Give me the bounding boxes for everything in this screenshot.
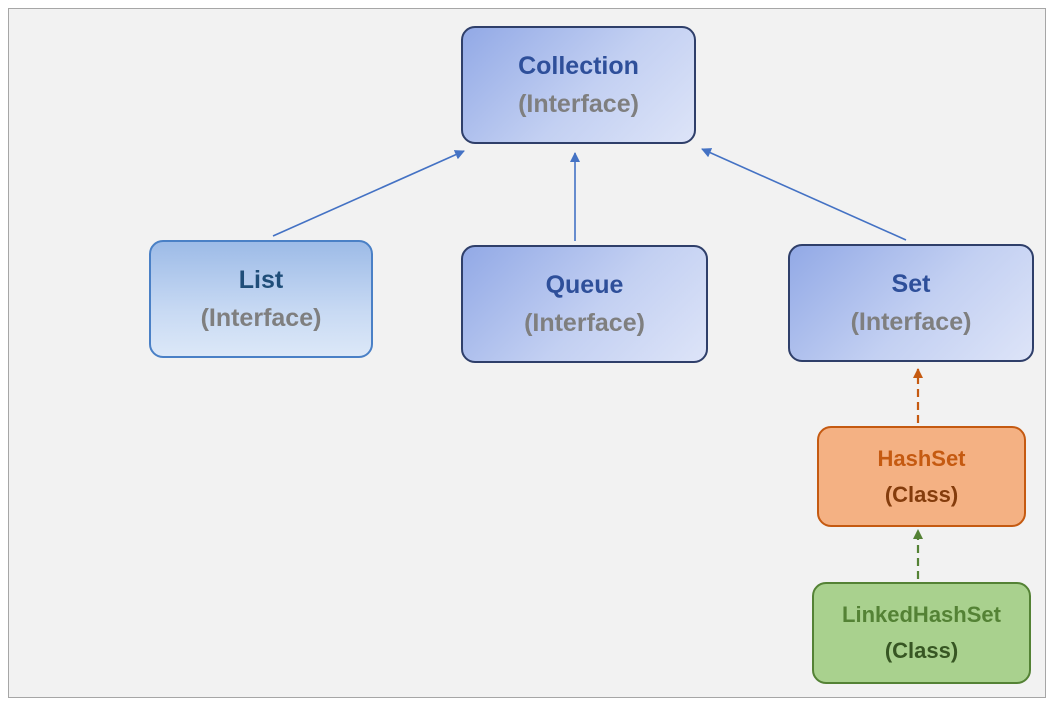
hashset-class-node: HashSet (Class) [817, 426, 1026, 527]
node-name: Collection [518, 52, 639, 80]
list-interface-node: List (Interface) [149, 240, 373, 358]
linkedhashset-class-node: LinkedHashSet (Class) [812, 582, 1031, 684]
node-kind: (Interface) [850, 308, 972, 336]
node-name: LinkedHashSet [842, 602, 1001, 627]
node-name: HashSet [877, 445, 966, 471]
queue-interface-node: Queue (Interface) [461, 245, 708, 363]
edge-list-to-collection [272, 150, 465, 237]
node-name: Set [891, 270, 931, 298]
node-kind: (Interface) [518, 90, 639, 118]
node-name: List [238, 266, 284, 294]
node-kind: (Class) [884, 638, 959, 663]
edge-set-to-collection [701, 148, 907, 241]
node-kind: (Class) [884, 481, 959, 507]
node-name: Queue [545, 271, 624, 299]
node-kind: (Interface) [524, 309, 645, 337]
set-interface-node: Set (Interface) [788, 244, 1034, 362]
collection-interface-node: Collection (Interface) [461, 26, 696, 144]
node-kind: (Interface) [200, 304, 322, 332]
